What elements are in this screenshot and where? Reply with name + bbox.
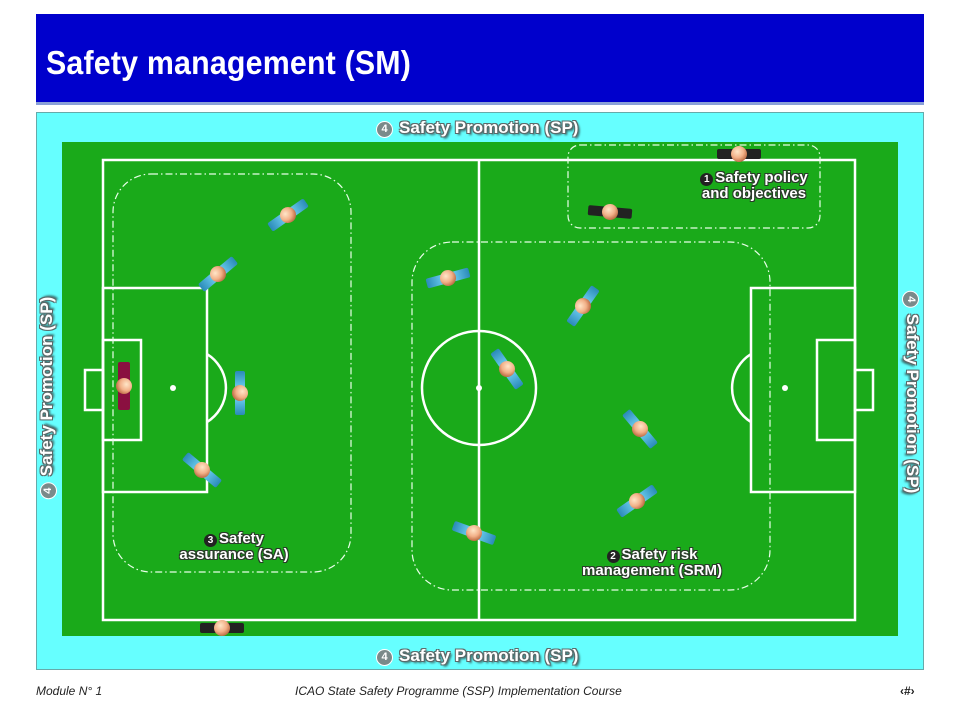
right-goal	[853, 368, 875, 412]
title-bar: Safety management (SM)	[36, 14, 924, 102]
player	[616, 485, 658, 517]
number-badge: 3	[203, 534, 217, 547]
player	[567, 285, 599, 327]
assurance-line2: assurance (SA)	[179, 546, 289, 563]
center-circle	[420, 329, 538, 447]
footer-module: Module N° 1	[36, 684, 103, 698]
official	[200, 620, 244, 636]
player	[267, 199, 309, 231]
number-badge: 4	[40, 482, 57, 500]
player	[491, 348, 523, 390]
zone-outlines	[112, 144, 821, 591]
official	[717, 146, 761, 162]
players	[182, 199, 658, 545]
number-badge: 4	[902, 290, 919, 308]
assurance-zone	[112, 173, 352, 573]
left-penalty-spot	[170, 385, 176, 391]
football-pitch	[62, 142, 898, 636]
center-spot	[476, 385, 482, 391]
goalkeeper	[116, 362, 132, 410]
promotion-label-bottom: 4 Safety Promotion (SP)	[376, 646, 578, 666]
srm-zone	[411, 241, 771, 591]
right-penalty-spot	[782, 385, 788, 391]
promotion-text: Safety Promotion (SP)	[399, 646, 579, 665]
player	[232, 371, 248, 415]
srm-line2: management (SRM)	[581, 562, 723, 579]
assurance-line1: Safety	[218, 530, 265, 547]
promotion-text: Safety Promotion (SP)	[903, 313, 922, 494]
player	[425, 267, 471, 289]
promotion-label-left: 4 Safety Promotion (SP)	[37, 296, 57, 500]
page-title: Safety management (SM)	[46, 44, 412, 81]
promotion-label-right: 4Safety Promotion (SP)	[902, 290, 922, 494]
number-badge: 1	[700, 173, 714, 186]
player	[622, 409, 658, 449]
srm-line1: Safety risk	[621, 546, 698, 563]
number-badge: 2	[606, 550, 620, 563]
player	[198, 256, 238, 292]
number-badge: 4	[376, 121, 393, 138]
player	[452, 521, 496, 545]
official	[587, 204, 633, 220]
number-badge: 4	[376, 649, 393, 666]
footer-course: ICAO State Safety Programme (SSP) Implem…	[295, 684, 622, 698]
promotion-text: Safety Promotion (SP)	[399, 118, 579, 137]
policy-zone	[567, 144, 821, 229]
left-penalty-arc	[206, 352, 228, 424]
left-goal	[83, 368, 105, 412]
promotion-text: Safety Promotion (SP)	[37, 296, 56, 477]
footer-page-number: ‹#›	[900, 684, 915, 698]
player	[182, 452, 222, 488]
promotion-label-top: 4 Safety Promotion (SP)	[376, 118, 578, 138]
pitch-lines	[83, 158, 875, 622]
policy-line1: Safety policy	[715, 169, 808, 186]
policy-line2: and objectives	[701, 185, 807, 202]
right-penalty-arc	[730, 352, 752, 424]
